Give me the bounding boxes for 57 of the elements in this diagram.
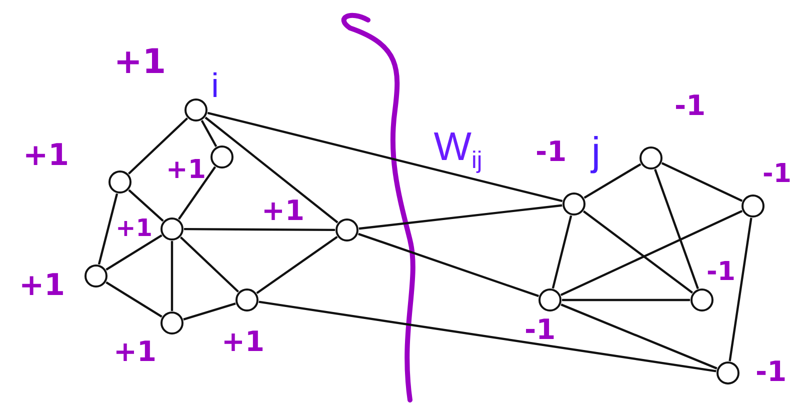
node-circle	[690, 288, 714, 312]
graph-edge	[106, 234, 162, 271]
node-circle	[742, 194, 764, 218]
sign-label: +1	[19, 271, 65, 301]
graph-edge	[358, 232, 540, 298]
sign-label: -1	[535, 138, 567, 166]
graph-edge	[562, 298, 690, 302]
sign-label: -1	[755, 358, 787, 386]
sign-label: +1	[262, 197, 304, 225]
graph-edge	[358, 204, 562, 230]
graph-edge	[728, 218, 752, 362]
node-circle	[210, 146, 234, 168]
graph-edge	[183, 302, 236, 321]
node-circle	[336, 218, 358, 242]
graph-edge	[128, 117, 188, 175]
graph-edge	[584, 163, 642, 199]
graph-edge	[178, 166, 216, 220]
node-index-label: i	[211, 69, 219, 103]
sign-label: -1	[706, 259, 736, 285]
sign-label: +1	[23, 141, 69, 171]
graph-edge	[98, 193, 118, 265]
node-circle	[562, 192, 586, 216]
node-circle	[538, 288, 562, 312]
graph-edge	[661, 162, 743, 202]
node-circle	[640, 146, 662, 170]
graph-edge	[170, 241, 174, 311]
node-circle	[108, 170, 132, 194]
graph-edge	[207, 112, 563, 202]
sign-label: +1	[166, 157, 206, 183]
graph-edge	[184, 228, 335, 232]
sign-label: +1	[114, 45, 166, 79]
graph-edge	[582, 210, 694, 294]
graph-edge	[204, 116, 338, 224]
graph-edge	[128, 189, 164, 222]
graph-edge	[200, 120, 218, 148]
graph-edge	[256, 236, 338, 294]
node-circle	[160, 218, 184, 240]
graph-edge	[654, 168, 699, 290]
node-circle	[184, 98, 208, 122]
graph-edge	[106, 281, 162, 318]
node-index-label: j	[592, 132, 600, 172]
sign-label: +1	[222, 328, 264, 356]
sign-label: -1	[524, 316, 556, 344]
graph-edge	[560, 304, 718, 370]
graph-edge	[258, 300, 716, 372]
sign-label: -1	[674, 92, 706, 120]
node-circle	[84, 264, 108, 288]
sign-label: +1	[116, 216, 152, 240]
node-circle	[716, 362, 740, 384]
sign-label: -1	[762, 161, 792, 187]
node-circle	[160, 312, 184, 334]
sign-label: +1	[114, 338, 156, 366]
graph-edge	[180, 236, 240, 293]
graph-edge	[552, 215, 572, 289]
graph-edge	[560, 210, 743, 296]
weight-label: W$_{ij}$	[434, 127, 482, 173]
node-circle	[236, 288, 258, 312]
